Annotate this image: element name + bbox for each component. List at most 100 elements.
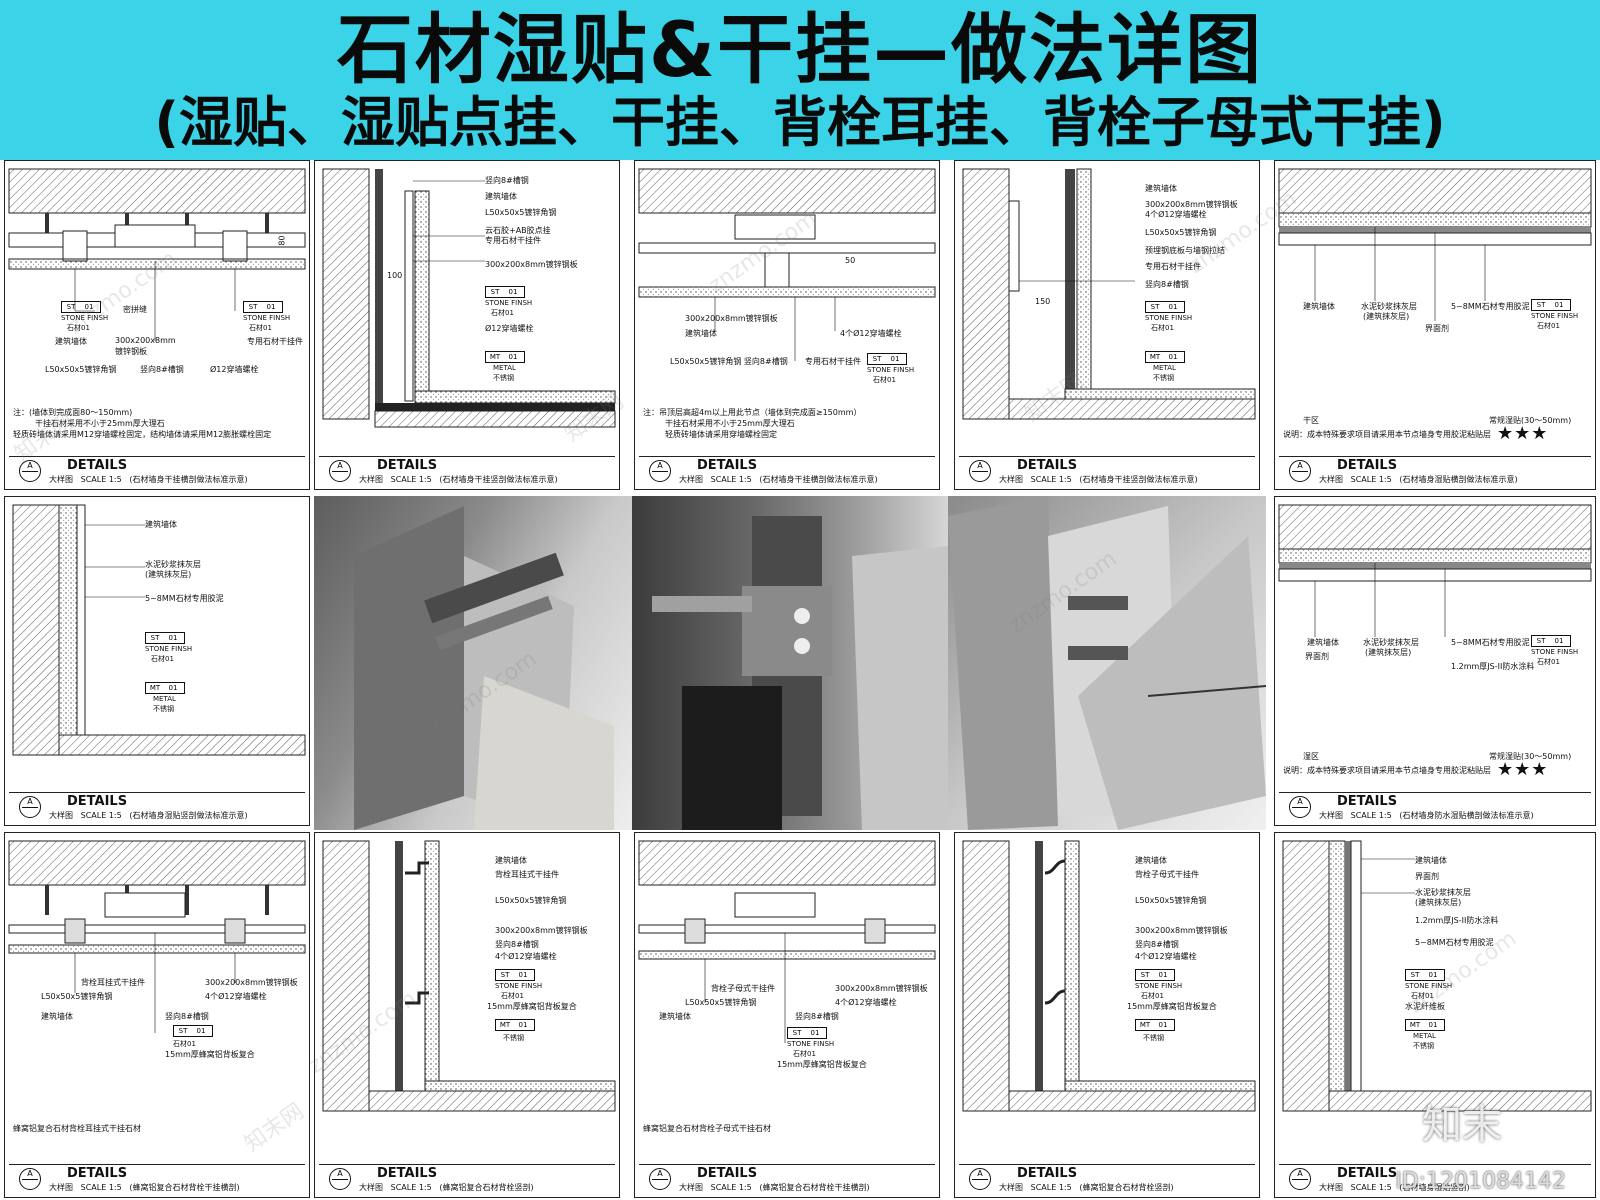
drawing-15 [1282, 840, 1592, 1112]
stone-finish-3: STONE FINSH [867, 366, 915, 374]
drawing-4 [962, 168, 1256, 420]
label-2-7: Ø12穿墙螺栓 [485, 324, 534, 333]
label-15-6: 5~8MM石材专用胶泥 [1415, 938, 1494, 947]
label-10-6: 1.2mm厚JS-II防水涂料 [1451, 662, 1535, 671]
label-11-5: 建筑墙体 [41, 1012, 73, 1021]
label-2-5: 专用石材干挂件 [485, 236, 541, 245]
drawing-3 [638, 168, 936, 361]
stone-name-5: 石材01 [1537, 322, 1560, 330]
rating-stars-10: ★★★ [1497, 759, 1549, 780]
label-14-1: 建筑墙体 [1135, 856, 1167, 865]
render-image-1 [314, 496, 632, 830]
drawing-5 [1278, 168, 1592, 321]
render-image-2 [632, 496, 948, 830]
detail-cell-2: 竖向8#槽钢 建筑墙体 L50x50x5镀锌角钢 云石胶+AB胶点挂 专用石材干… [314, 160, 620, 490]
label-15-3: 水泥砂浆抹灰层 [1415, 888, 1471, 897]
detail-cell-13: 背栓子母式干挂件 300x200x8mm镀锌钢板 L50x50x5镀锌角钢 4个… [634, 832, 940, 1198]
label-1-3: 300x200x8mm [115, 336, 176, 345]
footer-1: A DETAILS 大样图 SCALE 1:5 (石材墙身干挂横剖做法标准示意) [9, 456, 305, 487]
rating-stars-5: ★★★ [1497, 423, 1549, 444]
label-2-6: 300x200x8mm镀锌钢板 [485, 260, 578, 269]
stone-finish-4: STONE FINSH [1145, 314, 1193, 322]
label-1-5: 专用石材干挂件 [247, 337, 303, 346]
label-3-3: L50x50x5镀锌角钢 竖向8#槽钢 [670, 357, 788, 366]
note-1-2: 干挂石材采用不小于25mm厚大理石 [35, 419, 165, 428]
label-11-3: L50x50x5镀锌角钢 [41, 992, 113, 1001]
metal-finish-2: METAL [493, 364, 516, 372]
label-4-6: 专用石材干挂件 [1145, 262, 1201, 271]
drawing-12 [322, 840, 616, 1112]
label-5-2: 水泥砂浆抹灰层 [1361, 302, 1417, 311]
note-5-1: 说明：成本特殊要求项目请采用本节点墙身专用胶泥粘贴层 [1283, 430, 1491, 439]
detail-cell-11: 背栓耳挂式干挂件 300x200x8mm镀锌钢板 L50x50x5镀锌角钢 4个… [4, 832, 310, 1198]
label-6-4: 5~8MM石材专用胶泥 [145, 594, 224, 603]
stone-name-3: 石材01 [873, 376, 896, 384]
note-3-2: 干挂石材采用不小于25mm厚大理石 [665, 419, 795, 428]
render-image-3 [948, 496, 1266, 830]
label-11-4: 4个Ø12穿墙螺栓 [205, 992, 267, 1001]
drawing-14 [962, 840, 1256, 1112]
label-5-4: 5~8MM石材专用胶泥 [1451, 302, 1530, 311]
stone-name-10: 石材01 [1537, 658, 1560, 666]
stone-finish-10: STONE FINSH [1531, 648, 1579, 656]
label-1-1: 密拼缝 [123, 305, 147, 314]
note-10-1: 说明：成本特殊要求项目请采用本节点墙身专用胶泥粘贴层 [1283, 766, 1491, 775]
metal-finish-4: METAL [1153, 364, 1176, 372]
dim-2: 100 [387, 271, 403, 280]
stone-finish-5: STONE FINSH [1531, 312, 1579, 320]
drawing-13 [638, 840, 936, 1043]
label-14-4: 300x200x8mm镀锌钢板 [1135, 926, 1228, 935]
label-1-2: 建筑墙体 [55, 337, 87, 346]
stone-name-11: 石材01 [173, 1040, 196, 1048]
label-13-6: 竖向8#槽钢 [795, 1012, 839, 1021]
label-10-4: 5~8MM石材专用胶泥 [1451, 638, 1530, 647]
note-3-3: 轻质砖墙体请采用穿墙螺栓固定 [665, 430, 777, 439]
stone-name-6: 石材01 [151, 655, 174, 663]
label-13-7: 15mm厚蜂窝铝背板复合 [777, 1060, 867, 1069]
method-10: 常规湿贴(30～50mm) [1489, 752, 1572, 761]
label-12-3: L50x50x5镀锌角钢 [495, 896, 567, 905]
footer-13: A DETAILS 大样图 SCALE 1:5 (蜂窝铝复合石材背栓干挂横剖) [639, 1164, 935, 1195]
method-5: 常规湿贴(30～50mm) [1489, 416, 1572, 425]
detail-cell-4: 建筑墙体 300x200x8mm镀锌钢板 4个Ø12穿墙螺栓 L50x50x5镀… [954, 160, 1260, 490]
label-15-7: 水泥纤维板 [1405, 1002, 1445, 1011]
label-4-5: 预埋钢底板与墙钢拉结 [1145, 246, 1225, 255]
label-1-4: 镀锌钢板 [115, 347, 147, 356]
label-12-1: 建筑墙体 [495, 856, 527, 865]
stone-name-14: 石材01 [1141, 992, 1164, 1000]
label-14-7: 15mm厚蜂窝铝背板复合 [1127, 1002, 1217, 1011]
footer-14: A DETAILS 大样图 SCALE 1:5 (蜂窝铝复合石材背栓竖剖) [959, 1164, 1255, 1195]
stone-name-2: 石材01 [491, 309, 514, 317]
page-title: 石材湿贴&干挂—做法详图 [336, 5, 1264, 94]
label-15-2: 界面剂 [1415, 872, 1439, 881]
label-13-1: 背栓子母式干挂件 [711, 984, 775, 993]
label-1-7: 竖向8#槽钢 [140, 365, 184, 374]
label-4-1: 建筑墙体 [1145, 184, 1177, 193]
detail-cell-12: 建筑墙体 背栓耳挂式干挂件 L50x50x5镀锌角钢 300x200x8mm镀锌… [314, 832, 620, 1198]
label-4-7: 竖向8#槽钢 [1145, 280, 1189, 289]
footer-2: A DETAILS 大样图 SCALE 1:5 (石材墙身干挂竖剖做法标准示意) [319, 456, 615, 487]
label-12-7: 15mm厚蜂窝铝背板复合 [487, 1002, 577, 1011]
label-3-1: 300x200x8mm镀锌钢板 [685, 314, 778, 323]
stone-finish-2: STONE FINSH [485, 299, 533, 307]
label-2-2: 建筑墙体 [485, 192, 517, 201]
label-11-1: 背栓耳挂式干挂件 [81, 978, 145, 987]
note-13-1: 蜂窝铝复合石材背栓子母式干挂石材 [643, 1124, 771, 1133]
label-6-2: 水泥砂浆抹灰层 [145, 560, 201, 569]
dim-1: 80 [277, 235, 287, 246]
detail-cell-3: 300x200x8mm镀锌钢板 建筑墙体 L50x50x5镀锌角钢 竖向8#槽钢… [634, 160, 940, 490]
drawing-1 [8, 168, 306, 341]
